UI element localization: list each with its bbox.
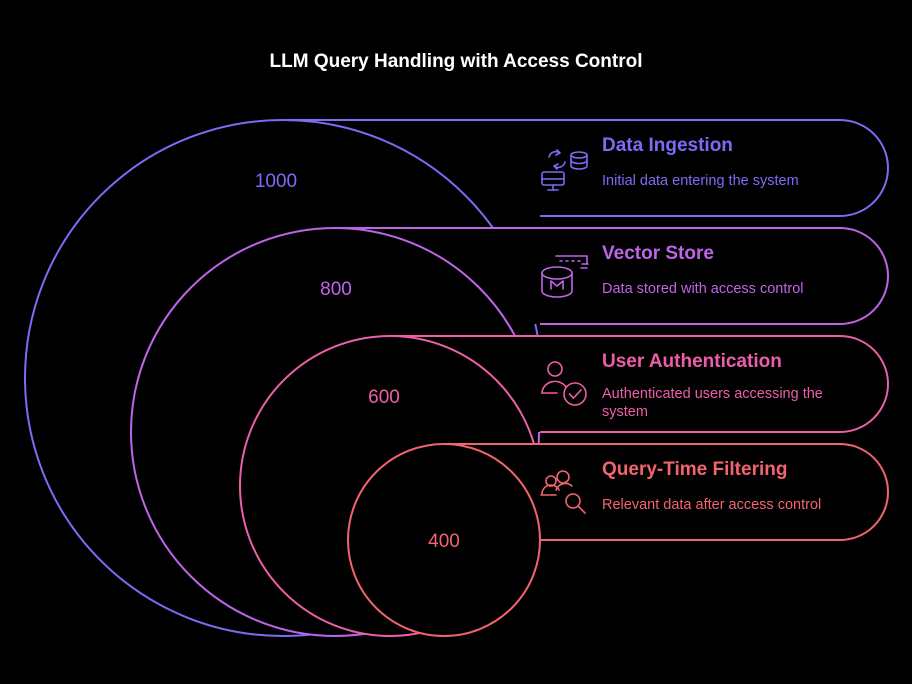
layer-description: Authenticated users accessing the bbox=[602, 386, 823, 402]
user-check-icon bbox=[541, 361, 587, 406]
database-icon bbox=[541, 255, 589, 298]
data-transfer-icon bbox=[541, 149, 588, 191]
layer-value: 400 bbox=[428, 531, 460, 552]
layer-title: Vector Store bbox=[602, 243, 714, 264]
layer-description: Initial data entering the system bbox=[602, 173, 799, 189]
layer-description: Data stored with access control bbox=[602, 281, 803, 297]
layer-title: Query-Time Filtering bbox=[602, 459, 787, 480]
layer-value: 600 bbox=[368, 387, 400, 408]
layer-band-outline bbox=[283, 119, 889, 217]
user-search-icon bbox=[540, 470, 586, 514]
layer-value: 800 bbox=[320, 279, 352, 300]
layer-value: 1000 bbox=[255, 171, 297, 192]
layer-title: User Authentication bbox=[602, 351, 782, 372]
layer-band-outline bbox=[335, 227, 889, 325]
layer-description: Relevant data after access control bbox=[602, 497, 821, 513]
layer-band-fill bbox=[444, 444, 888, 540]
layer-title: Data Ingestion bbox=[602, 135, 733, 156]
layer-band-outline bbox=[390, 335, 889, 433]
layer-description: system bbox=[602, 404, 648, 420]
layer-band-outline bbox=[444, 443, 889, 541]
diagram-title: LLM Query Handling with Access Control bbox=[270, 51, 643, 72]
